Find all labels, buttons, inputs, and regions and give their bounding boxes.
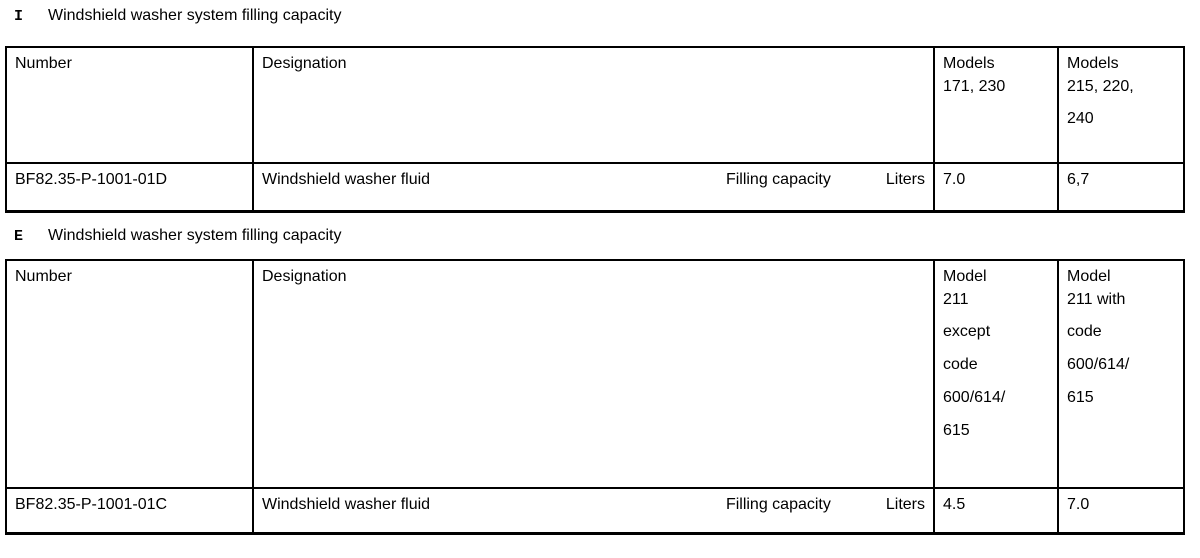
table-2-header-model-a: Model 211 except code 600/614/ 615 [933,258,1059,489]
table-1-unit-text: Liters [885,171,925,188]
table-2-value-model-a: 4.5 [933,486,1059,535]
section-2-title: Windshield washer system filling capacit… [48,226,342,244]
table-2-unit-text: Liters [885,495,925,513]
table-1-models-b-primary: Models 215, 220, [1067,55,1134,95]
table-2-data-row: BF82.35-P-1001-01C Windshield washer flu… [5,486,1185,535]
table-2-header-model-b: Model 211 with code 600/614/ 615 [1057,258,1185,489]
table-2-model-b-secondary: code 600/614/ 615 [1067,322,1130,406]
table-1-designation-cell: Windshield washer fluid Filling capacity… [252,162,935,213]
table-2-designation-text: Windshield washer fluid [262,495,431,513]
table-2-attribute-text: Filling capacity [725,495,831,513]
table-2-header-row: Number Designation Model 211 except code… [5,258,1185,489]
table-2-value-model-b: 7.0 [1057,486,1185,535]
section-1-title: Windshield washer system filling capacit… [48,7,342,24]
table-1-designation-text: Windshield washer fluid [262,171,431,188]
table-2-designation-cell: Windshield washer fluid Filling capacity… [252,486,935,535]
table-1-header-models-b: Models 215, 220, 240 [1057,46,1185,164]
table-1-header-models-a: Models 171, 230 [933,46,1059,164]
table-2-part-number: BF82.35-P-1001-01C [5,486,254,535]
table-1-header-designation: Designation [252,46,935,164]
section-2-heading: E Windshield washer system filling capac… [14,227,1200,246]
table-1-header-number: Number [5,46,254,164]
capacity-table-2: Number Designation Model 211 except code… [5,258,1185,535]
table-2-header-designation: Designation [252,258,935,489]
table-1-attribute-text: Filling capacity [725,171,831,188]
table-2-header-number: Number [5,258,254,489]
capacity-table-1: Number Designation Models 171, 230 Model… [5,46,1185,213]
table-1-header-row: Number Designation Models 171, 230 Model… [5,46,1185,164]
section-1-label: I [14,8,24,25]
table-1-models-a-primary: Models 171, 230 [943,55,1006,95]
table-1-data-row: BF82.35-P-1001-01D Windshield washer flu… [5,162,1185,213]
table-2-model-a-secondary: except code 600/614/ 615 [943,322,1006,439]
table-1-models-b-secondary: 240 [1067,110,1094,127]
table-2-model-b-primary: Model 211 with [1067,267,1126,308]
table-1-value-models-a: 7.0 [933,162,1059,213]
section-1-heading: I Windshield washer system filling capac… [14,0,1200,26]
section-2-label: E [14,227,24,245]
table-1-value-models-b: 6,7 [1057,162,1185,213]
table-2-model-a-primary: Model 211 [943,267,987,308]
table-1-part-number: BF82.35-P-1001-01D [5,162,254,213]
